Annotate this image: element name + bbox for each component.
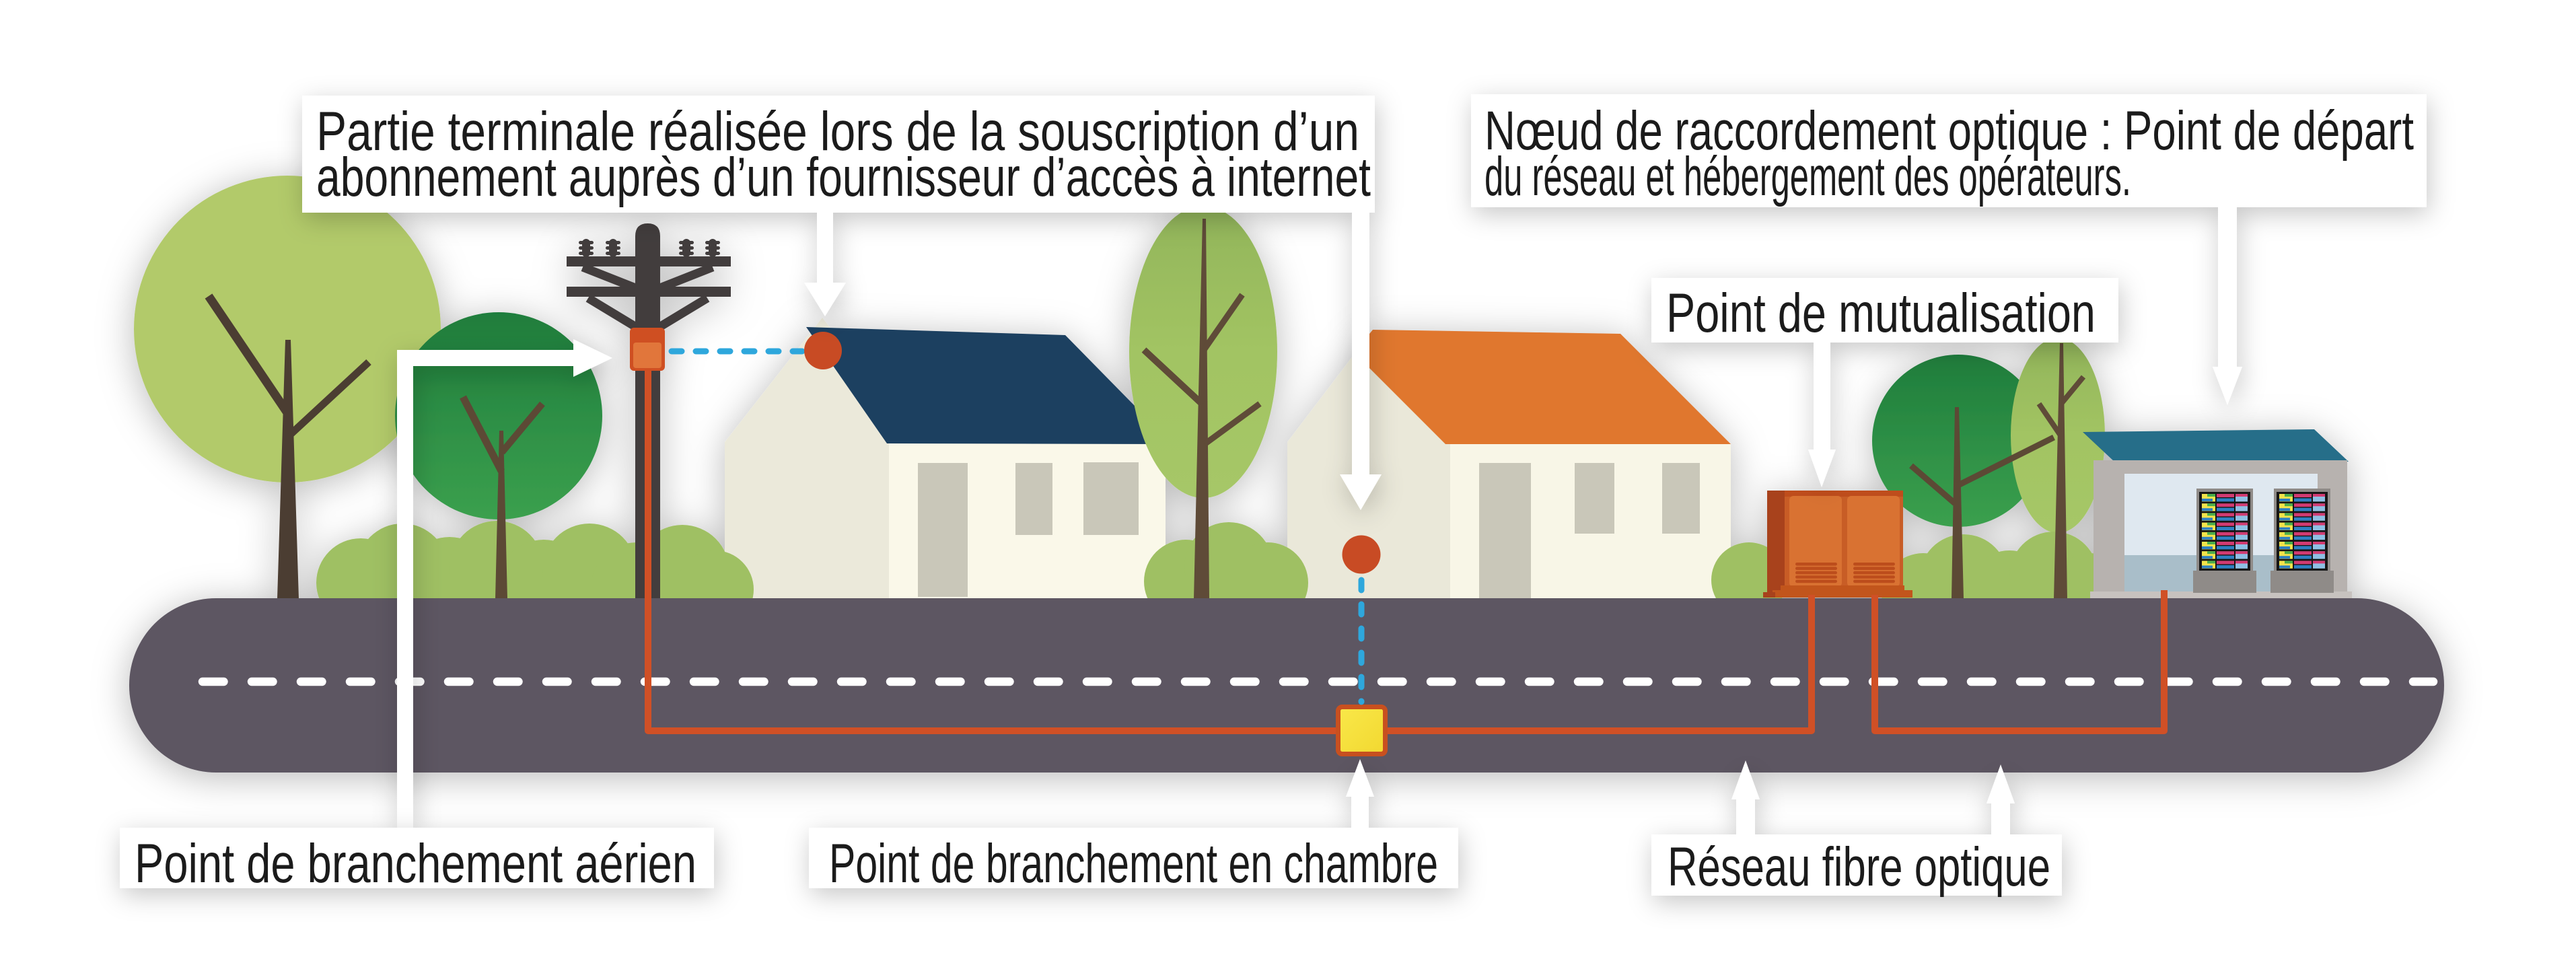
svg-text:Point de branchement en chambr: Point de branchement en chambre	[829, 833, 1438, 894]
svg-text:abonnement auprès d’un fournis: abonnement auprès d’un fournisseur d’acc…	[316, 147, 1371, 208]
svg-text:Point de branchement aérien: Point de branchement aérien	[135, 833, 696, 894]
svg-text:Point de mutualisation: Point de mutualisation	[1666, 283, 2096, 344]
svg-text:du réseau et hébergement des o: du réseau et hébergement des opérateurs.	[1484, 146, 2131, 207]
svg-text:Nœud de raccordement optique :: Nœud de raccordement optique : Point de …	[1484, 100, 2414, 162]
svg-text:Réseau fibre optique: Réseau fibre optique	[1668, 836, 2050, 898]
svg-text:Partie terminale réalisée lors: Partie terminale réalisée lors de la sou…	[316, 101, 1359, 162]
